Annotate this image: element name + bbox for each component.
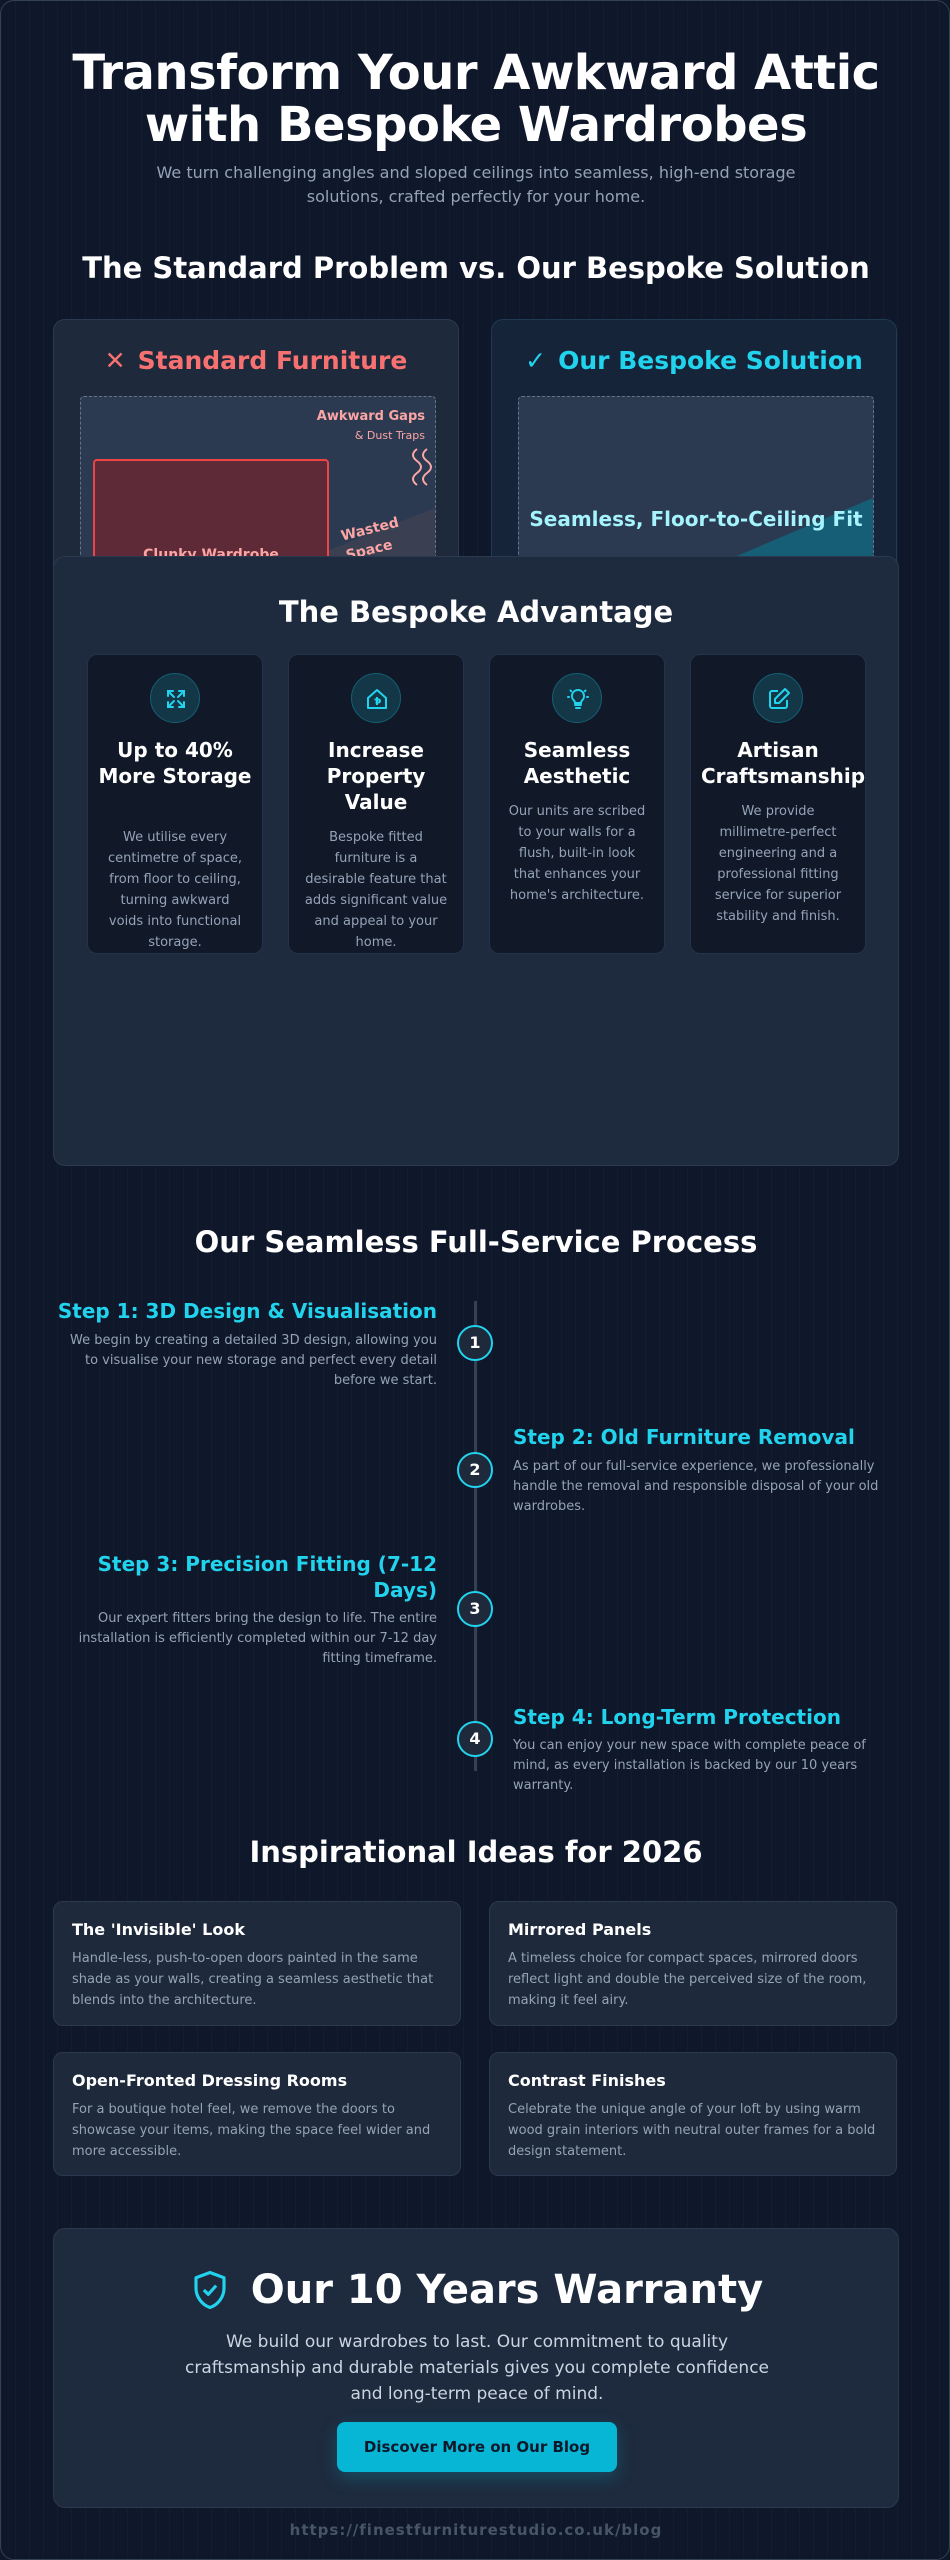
idea-desc: A timeless choice for compact spaces, mi… — [508, 1951, 867, 2008]
standard-heading-label: Standard Furniture — [137, 346, 408, 375]
step-2-title: Step 2: Old Furniture Removal — [513, 1425, 855, 1449]
bespoke-heading-label: Our Bespoke Solution — [558, 346, 863, 375]
advantage-name: Artisan Craftsmanship — [701, 738, 866, 788]
ideas-title: Inspirational Ideas for 2026 — [249, 1835, 703, 1869]
bespoke-heading: ✓ Our Bespoke Solution — [492, 346, 896, 375]
edit-icon — [753, 673, 803, 723]
title-line-2: with Bespoke Wardrobes — [144, 97, 808, 153]
idea-card: Mirrored Panels A timeless choice for co… — [489, 1901, 897, 2026]
footer-url[interactable]: https://finestfurniturestudio.co.uk/blog — [289, 2521, 663, 2539]
warranty-heading: Our 10 Years Warranty — [54, 2267, 898, 2313]
seamless-fit-label: Seamless, Floor-to-Ceiling Fit — [529, 507, 863, 531]
advantage-desc: We provide millimetre-perfect engineerin… — [714, 804, 842, 924]
page-subtitle: We turn challenging angles and sloped ce… — [156, 163, 796, 206]
idea-title: The 'Invisible' Look — [72, 1920, 245, 1939]
discover-blog-button[interactable]: Discover More on Our Blog — [337, 2422, 617, 2472]
step-2-desc: As part of our full-service experience, … — [513, 1459, 879, 1514]
idea-card: The 'Invisible' Look Handle-less, push-t… — [53, 1901, 461, 2026]
idea-desc: Celebrate the unique angle of your loft … — [508, 2102, 876, 2159]
step-4-desc: You can enjoy your new space with comple… — [513, 1738, 866, 1793]
idea-desc: Handle-less, push-to-open doors painted … — [72, 1951, 434, 2008]
step-3-title: Step 3: Precision Fitting (7-12 Days) — [97, 1552, 437, 1602]
idea-title: Mirrored Panels — [508, 1920, 652, 1939]
advantage-panel: The Bespoke Advantage Up to 40% More Sto… — [53, 556, 899, 1166]
awkward-gaps-label: Awkward Gaps — [316, 409, 425, 424]
step-4-title: Step 4: Long-Term Protection — [513, 1705, 841, 1729]
advantage-desc: We utilise every centimetre of space, fr… — [108, 830, 242, 950]
lightbulb-icon — [552, 673, 602, 723]
advantage-title: The Bespoke Advantage — [278, 595, 674, 629]
step-3-number: 3 — [457, 1591, 493, 1627]
advantage-name: Increase Property Value — [326, 738, 426, 814]
x-icon: ✕ — [104, 346, 126, 375]
comparison-title: The Standard Problem vs. Our Bespoke Sol… — [82, 251, 870, 285]
standard-heading: ✕ Standard Furniture — [54, 346, 458, 375]
idea-card: Contrast Finishes Celebrate the unique a… — [489, 2052, 897, 2176]
advantage-name: Seamless Aesthetic — [523, 738, 631, 788]
home-value-icon — [351, 673, 401, 723]
step-1-title: Step 1: 3D Design & Visualisation — [57, 1299, 437, 1323]
warranty-text: We build our wardrobes to last. Our comm… — [184, 2332, 770, 2404]
step-2-number: 2 — [457, 1452, 493, 1488]
step-1-number: 1 — [457, 1325, 493, 1361]
title-line-1: Transform Your Awkward Attic — [72, 45, 880, 101]
idea-title: Open-Fronted Dressing Rooms — [72, 2071, 348, 2090]
step-4-number: 4 — [457, 1721, 493, 1757]
step-3-desc: Our expert fitters bring the design to l… — [78, 1611, 437, 1666]
warranty-title: Our 10 Years Warranty — [250, 2267, 764, 2313]
advantage-name: Up to 40% More Storage — [98, 738, 252, 788]
check-icon: ✓ — [525, 346, 547, 375]
idea-title: Contrast Finishes — [508, 2071, 666, 2090]
expand-icon — [150, 673, 200, 723]
warranty-panel: Our 10 Years Warranty We build our wardr… — [53, 2228, 899, 2508]
shield-check-icon — [194, 2270, 226, 2310]
idea-desc: For a boutique hotel feel, we remove the… — [72, 2102, 431, 2159]
page-title: Transform Your Awkward Attic with Bespok… — [1, 47, 950, 151]
step-1-desc: We begin by creating a detailed 3D desig… — [69, 1333, 437, 1388]
advantage-card: Increase Property Value Bespoke fitted f… — [288, 654, 464, 954]
advantage-card: Up to 40% More Storage We utilise every … — [87, 654, 263, 954]
process-title: Our Seamless Full-Service Process — [194, 1225, 758, 1259]
advantage-card: Artisan Craftsmanship We provide millime… — [690, 654, 866, 954]
dust-traps-label: & Dust Traps — [354, 429, 425, 442]
advantage-desc: Bespoke fitted furniture is a desirable … — [304, 830, 448, 950]
advantage-card: Seamless Aesthetic Our units are scribed… — [489, 654, 665, 954]
process-timeline — [474, 1301, 477, 1771]
idea-card: Open-Fronted Dressing Rooms For a boutiq… — [53, 2052, 461, 2176]
advantage-desc: Our units are scribed to your walls for … — [508, 804, 646, 903]
